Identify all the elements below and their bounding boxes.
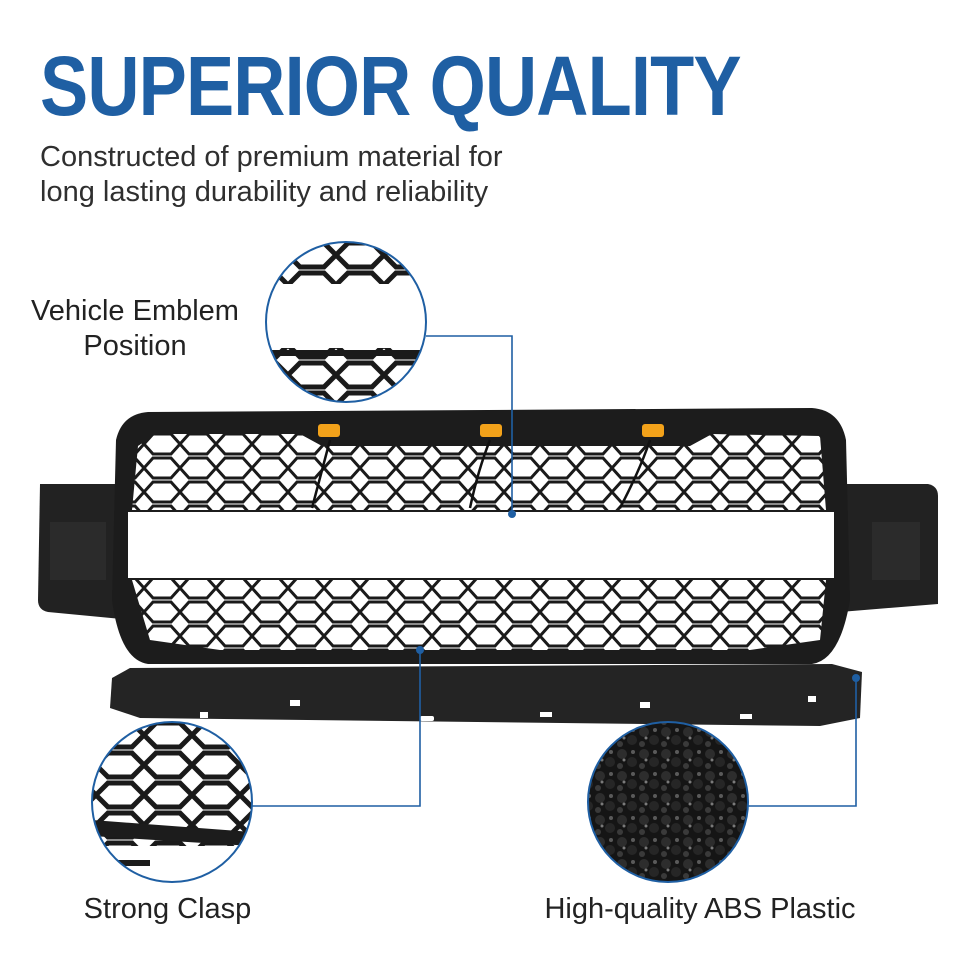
page-subtitle: Constructed of premium material for long… [40,141,503,208]
page-title: SUPERIOR QUALITY [40,39,742,133]
callout-label-plastic: High-quality ABS Plastic [544,893,856,925]
callout-label-clasp: Strong Clasp [83,893,252,925]
mesh-zoom-icon [265,241,427,403]
amber-light-center [480,424,502,437]
callout-label-emblem: Vehicle Emblem Position [31,295,239,362]
amber-light-left [318,424,340,437]
truck-grille [38,408,938,726]
abs-pellets-zoom-icon [587,721,749,883]
clasp-zoom-icon [91,721,253,883]
callout-dot-emblem [508,510,516,518]
amber-light-right [642,424,664,437]
callout-dot-clasp [416,646,424,654]
callout-leaders [252,335,857,807]
callout-dot-plastic [852,674,860,682]
